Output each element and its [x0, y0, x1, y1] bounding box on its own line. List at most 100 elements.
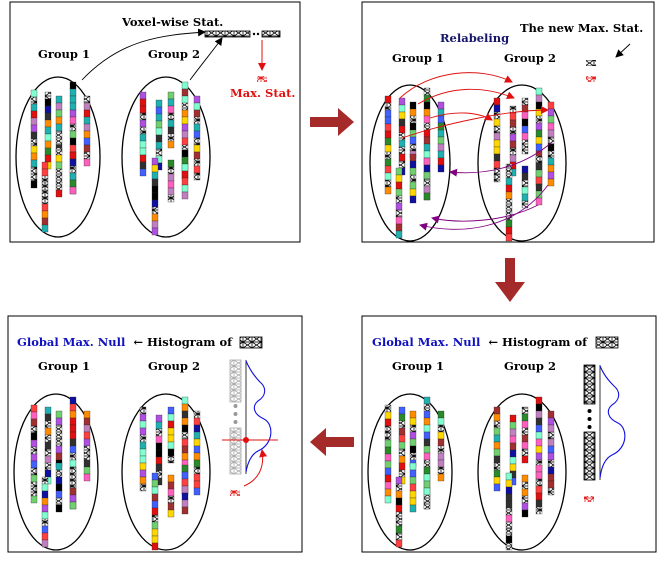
voxel-cell — [509, 147, 517, 156]
voxel-cell — [44, 98, 52, 107]
voxel-cell — [167, 187, 175, 196]
voxel-cell — [384, 460, 392, 469]
global-max-null-bl: Global Max. Null — [17, 335, 126, 349]
voxel-cell — [535, 129, 543, 138]
group2-label-tr: Group 2 — [504, 51, 556, 65]
voxel-cell — [395, 483, 403, 492]
voxel-cell — [493, 420, 501, 429]
voxel-cell — [193, 431, 201, 440]
voxel-cell — [44, 455, 52, 464]
voxel-cell — [181, 403, 189, 412]
voxel-cell — [139, 434, 147, 443]
voxel-cell — [423, 192, 431, 201]
voxel-cell — [193, 417, 201, 426]
voxel-cell — [83, 130, 91, 139]
voxel-cell — [30, 495, 38, 504]
voxel-cell — [493, 434, 501, 443]
voxel-cell — [384, 446, 392, 455]
voxel-cell — [437, 136, 445, 145]
voxel-cell — [409, 462, 417, 471]
voxel-cell — [409, 417, 417, 426]
voxel-cell — [395, 497, 403, 506]
voxel-cell — [409, 195, 417, 204]
voxel-cell — [423, 150, 431, 159]
voxel-cell — [55, 116, 63, 125]
voxel-cell — [155, 414, 163, 423]
voxel-cell — [44, 140, 52, 149]
voxel-cell — [69, 410, 77, 419]
voxel-cell — [55, 504, 63, 513]
voxel-cell — [409, 504, 417, 513]
voxel-cell — [535, 464, 543, 473]
voxel-cell — [69, 438, 77, 447]
voxel-cell — [69, 417, 77, 426]
group1-to-stat-arrow — [81, 28, 206, 81]
voxel-cell — [151, 472, 159, 481]
voxel-cell — [437, 410, 445, 419]
voxel-cell — [69, 473, 77, 482]
voxel-cell — [535, 478, 543, 487]
voxel-cell — [155, 442, 163, 451]
voxel-cell — [69, 494, 77, 503]
voxel-cell — [535, 176, 543, 185]
voxel-cell — [30, 404, 38, 413]
voxel-cell — [384, 404, 392, 413]
voxel-cell — [181, 191, 189, 200]
voxel-cell — [505, 177, 513, 186]
voxel-cell — [30, 124, 38, 133]
voxel-cell — [505, 542, 513, 551]
voxel-cell — [398, 104, 406, 113]
voxel-cell — [41, 525, 49, 534]
voxel-cell — [69, 445, 77, 454]
voxel-cell — [151, 514, 159, 523]
voxel-cell — [139, 105, 147, 114]
voxel-cell — [193, 165, 201, 174]
voxel-cell — [521, 488, 529, 497]
voxel-cell — [193, 137, 201, 146]
voxel-cell — [83, 452, 91, 461]
voxel-cell — [139, 420, 147, 429]
voxel-cell — [509, 140, 517, 149]
voxel-cell — [69, 95, 77, 104]
voxel-cell — [193, 452, 201, 461]
voxel-cell — [151, 535, 159, 544]
voxel-cell — [409, 174, 417, 183]
voxel-cell — [55, 483, 63, 492]
voxel-cell — [69, 424, 77, 433]
voxel-cell — [509, 435, 517, 444]
voxel-cell — [521, 434, 529, 443]
group2-label-bl: Group 2 — [148, 359, 200, 373]
voxel-cell — [30, 446, 38, 455]
voxel-cell — [493, 462, 501, 471]
voxel-cell — [167, 495, 175, 504]
voxel-cell — [139, 462, 147, 471]
voxel-cell — [505, 233, 513, 242]
voxel-cell — [41, 483, 49, 492]
voxel-cell — [139, 469, 147, 478]
voxel-cell — [521, 448, 529, 457]
voxel-cell — [41, 490, 49, 499]
voxel-cell — [193, 466, 201, 475]
voxel-cell — [69, 487, 77, 496]
voxel-cell — [151, 542, 159, 551]
voxel-cell — [409, 153, 417, 162]
voxel-cell — [547, 473, 555, 482]
voxel-cell — [535, 485, 543, 494]
voxel-cell — [181, 184, 189, 193]
voxel-cell — [139, 133, 147, 142]
voxel-symbol-bl — [239, 336, 263, 349]
voxel-cell — [167, 488, 175, 497]
voxel-cell — [509, 456, 517, 465]
voxel-cell — [423, 171, 431, 180]
voxel-cell — [193, 438, 201, 447]
voxel-cell — [535, 87, 543, 96]
voxel-cell — [30, 453, 38, 462]
voxel-cell — [55, 431, 63, 440]
voxel-cell — [384, 186, 392, 195]
voxel-cell — [55, 123, 63, 132]
voxel-cell — [151, 521, 159, 530]
voxel-cell — [395, 181, 403, 190]
voxel-cell — [547, 129, 555, 138]
voxel-cell — [83, 431, 91, 440]
voxel-cell — [155, 456, 163, 465]
